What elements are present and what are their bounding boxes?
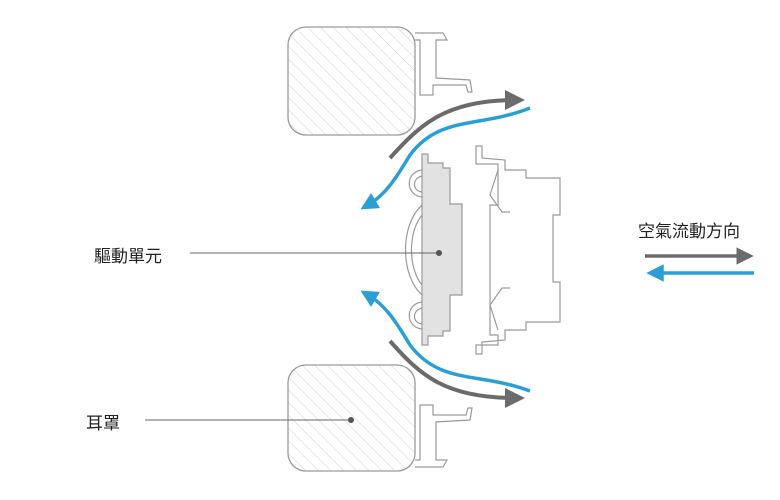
driver-unit — [421, 153, 463, 346]
housing-clips — [489, 169, 510, 331]
ear-cushion-top — [287, 26, 416, 136]
inflow-arrow-bottom — [360, 290, 531, 393]
inflow-arrow-top — [360, 106, 531, 210]
earcup-leader-dot — [348, 417, 354, 423]
diaphragm — [405, 169, 423, 330]
driver-unit-label: 驅動單元 — [94, 247, 162, 267]
driver-leader-dot — [436, 250, 442, 256]
cup-frame — [415, 32, 473, 468]
airflow-legend-label: 空氣流動方向 — [638, 222, 740, 242]
outflow-arrow-top — [388, 90, 525, 160]
back-housing — [475, 145, 561, 355]
outflow-arrow-bottom — [388, 339, 525, 408]
ear-cup-label: 耳罩 — [86, 414, 120, 434]
